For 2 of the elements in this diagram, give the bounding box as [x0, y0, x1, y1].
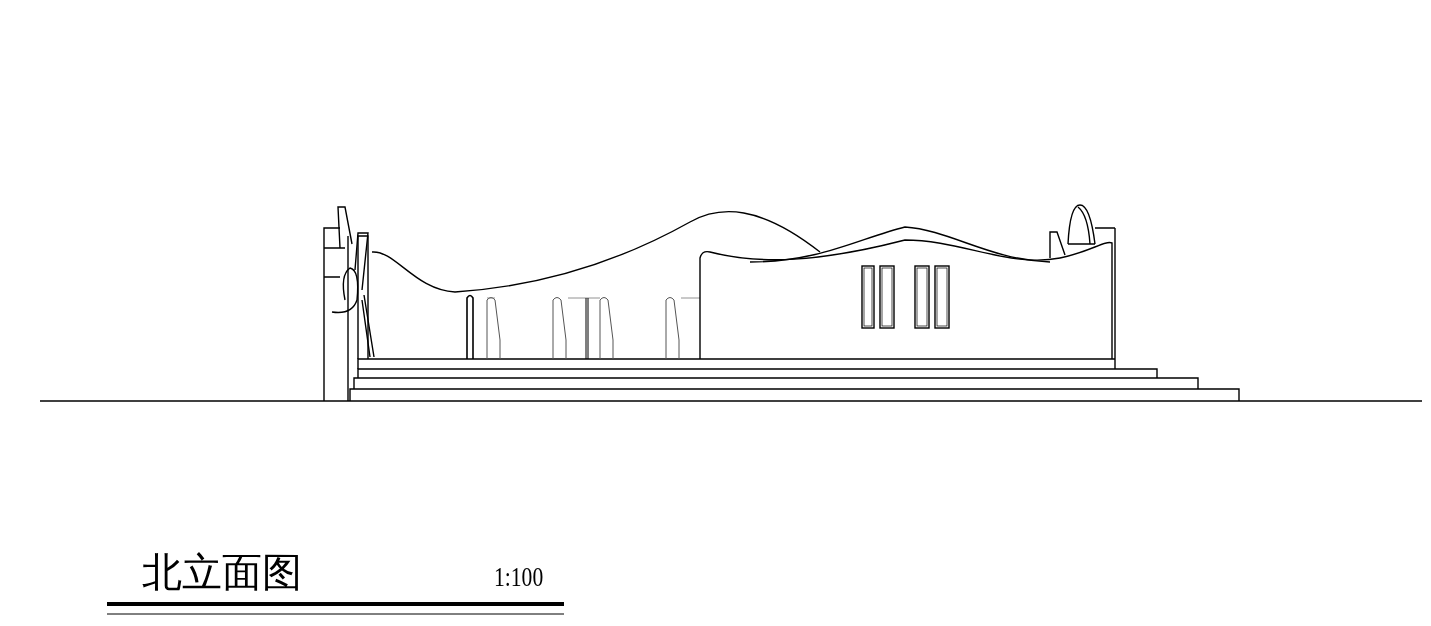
- drawing-title: 北立面图: [142, 553, 302, 593]
- scale-label: 1:100: [494, 564, 544, 591]
